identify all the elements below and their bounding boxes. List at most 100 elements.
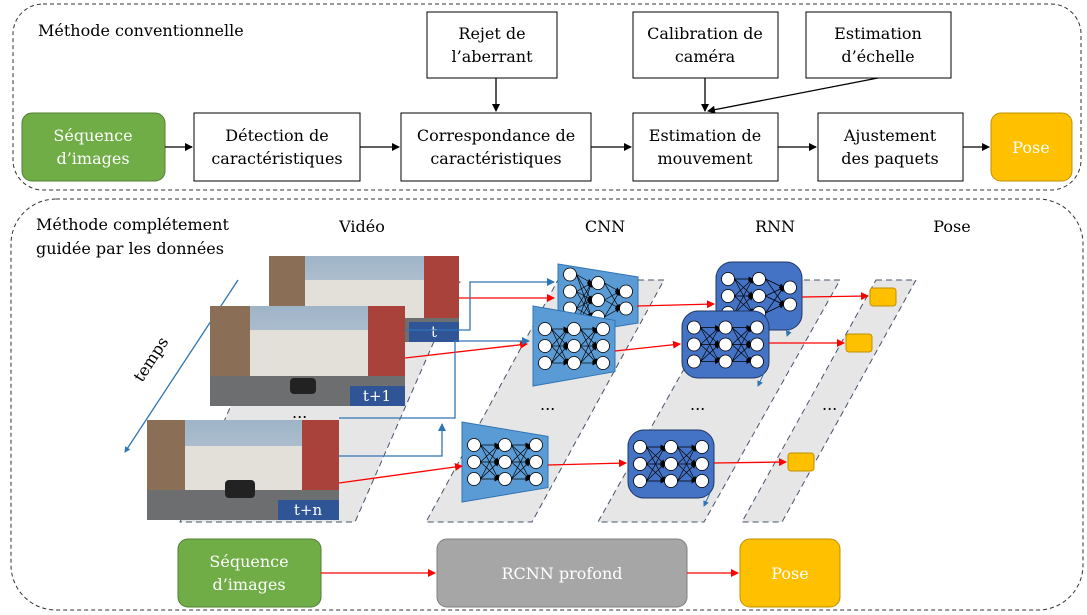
bundle-adjustment-box: Ajustement des paquets bbox=[817, 112, 964, 182]
network-node bbox=[687, 337, 701, 352]
network-node bbox=[718, 320, 733, 335]
video-ellipsis: ... bbox=[292, 403, 307, 422]
network-node bbox=[467, 438, 481, 452]
conventional-title: Méthode conventionnelle bbox=[38, 21, 244, 40]
rnn-ellipsis: ... bbox=[690, 395, 705, 414]
network-node bbox=[633, 457, 647, 471]
network-edge bbox=[511, 444, 530, 480]
rnn-block-3 bbox=[627, 429, 715, 499]
feature-detection-box: Détection de caractéristiques bbox=[193, 112, 361, 182]
network-edge bbox=[677, 463, 697, 482]
network-edge bbox=[604, 282, 621, 292]
network-edge bbox=[551, 328, 569, 364]
network-node bbox=[750, 354, 764, 369]
cnn-ellipsis: ... bbox=[540, 395, 555, 414]
network-node bbox=[567, 339, 581, 353]
network-node bbox=[695, 457, 709, 471]
arrow-cnn2-rnn2 bbox=[614, 340, 681, 352]
network-node bbox=[721, 289, 735, 303]
frame-label-t1: t+1 bbox=[350, 386, 405, 406]
network-node bbox=[538, 339, 552, 353]
calibration-line1: Calibration de bbox=[647, 24, 763, 43]
network-edge bbox=[734, 295, 754, 314]
arrow-tn-to-cnn3 bbox=[339, 423, 446, 457]
network-edge bbox=[604, 308, 621, 318]
image-sequence-line1: Séquence bbox=[53, 126, 132, 145]
red-flow-arrows bbox=[338, 292, 869, 484]
arrow-rnn1-pose bbox=[801, 292, 869, 301]
network-node bbox=[718, 337, 733, 352]
arrow-t1-to-cnn1 bbox=[405, 278, 555, 331]
bottom-pose-label: Pose bbox=[771, 564, 808, 583]
camera-calibration-box: Calibration de caméra bbox=[632, 11, 779, 79]
bottom-pose-box: Pose bbox=[739, 538, 841, 608]
network-node bbox=[596, 339, 610, 353]
network-edge bbox=[765, 286, 785, 314]
image-sequence-box: Séquence d’images bbox=[21, 112, 166, 182]
network-node bbox=[619, 284, 633, 299]
motion-line1: Estimation de bbox=[649, 126, 761, 145]
network-edge bbox=[734, 278, 753, 314]
network-node bbox=[664, 474, 678, 488]
network-node bbox=[591, 293, 605, 307]
bundle-line2: des paquets bbox=[841, 149, 938, 168]
network-node bbox=[467, 455, 481, 469]
network-node bbox=[538, 356, 552, 370]
pose-output-3 bbox=[787, 452, 815, 472]
network-node bbox=[695, 440, 709, 454]
network-edge bbox=[646, 463, 666, 482]
network-edge bbox=[700, 343, 720, 362]
network-node bbox=[664, 440, 678, 454]
image-sequence-line2: d’images bbox=[56, 149, 129, 168]
network-node bbox=[529, 472, 543, 486]
network-edge bbox=[576, 274, 593, 284]
datadriven-title-line1: Méthode complétement bbox=[36, 215, 229, 234]
bottom-image-sequence-box: Séquence d’images bbox=[177, 538, 322, 608]
feature-matching-box: Correspondance de caractéristiques bbox=[400, 112, 592, 182]
network-node bbox=[619, 301, 633, 316]
cnn-block-3 bbox=[461, 421, 549, 503]
arrow-frame-tn-cnn bbox=[338, 462, 463, 484]
matching-line1: Correspondance de bbox=[417, 126, 575, 145]
network-node bbox=[633, 474, 647, 488]
conventional-panel bbox=[12, 3, 1082, 191]
network-node bbox=[721, 272, 735, 286]
bundle-line1: Ajustement bbox=[843, 126, 937, 145]
network-node bbox=[596, 322, 610, 336]
frame-label-tn: t+n bbox=[278, 500, 339, 520]
rnn-block-2 bbox=[681, 310, 770, 379]
frame-label-t1-text: t+1 bbox=[363, 387, 391, 405]
network-node bbox=[750, 337, 764, 352]
network-node bbox=[687, 320, 701, 335]
pose-output-label: Pose bbox=[1012, 138, 1049, 157]
network-node bbox=[695, 474, 709, 488]
frame-label-t-text: t bbox=[431, 323, 437, 341]
outlier-line2: l’aberrant bbox=[451, 47, 533, 66]
arrow-scale-motion bbox=[707, 77, 879, 114]
network-edge bbox=[551, 345, 569, 364]
network-node bbox=[498, 472, 512, 486]
network-node bbox=[591, 276, 605, 290]
network-edge bbox=[480, 444, 499, 480]
arrow-rnn1-state bbox=[785, 322, 793, 337]
rcnn-label: RCNN profond bbox=[502, 564, 623, 583]
detection-line2: caractéristiques bbox=[211, 149, 342, 168]
network-node bbox=[783, 297, 797, 312]
network-node bbox=[633, 440, 647, 454]
frame-label-t: t bbox=[409, 322, 459, 342]
blue-flow-arrows bbox=[339, 278, 555, 457]
column-rnn: RNN bbox=[755, 217, 795, 236]
scale-estimation-box: Estimation d’échelle bbox=[805, 11, 952, 79]
network-node bbox=[750, 320, 764, 335]
network-node bbox=[538, 322, 552, 336]
network-node bbox=[529, 438, 543, 452]
network-node bbox=[563, 267, 577, 282]
arrow-rnn2-state bbox=[757, 372, 765, 387]
frame-label-tn-text: t+n bbox=[294, 501, 323, 519]
datadriven-panel bbox=[10, 198, 1084, 611]
datadriven-title-line2: guidée par les données bbox=[36, 239, 224, 258]
rcnn-box: RCNN profond bbox=[436, 538, 688, 608]
scale-line2: d’échelle bbox=[841, 47, 914, 66]
pose-output-box: Pose bbox=[990, 112, 1073, 182]
